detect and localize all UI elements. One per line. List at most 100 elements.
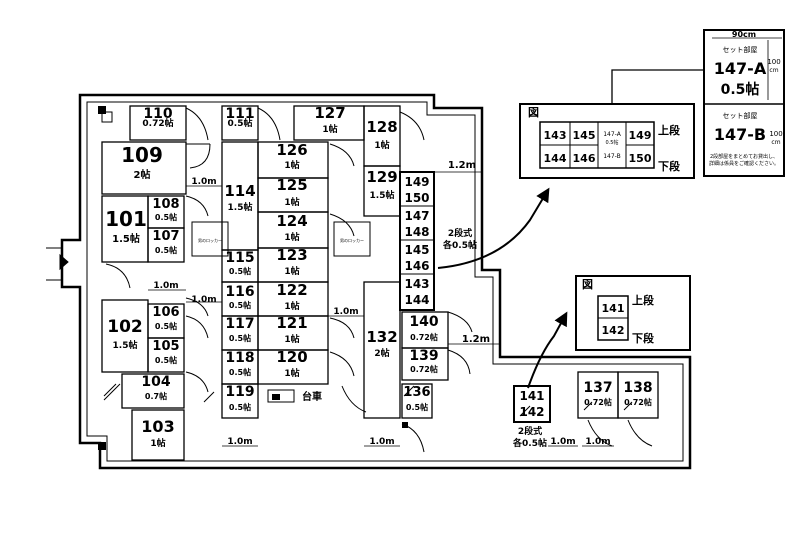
room-size-126: 1帖: [284, 159, 299, 171]
room-number-137: 137: [583, 380, 612, 396]
room-number-105: 105: [152, 339, 179, 354]
stack-cell-149: 149: [404, 175, 429, 189]
stack-two-tier-size: 各0.5帖: [442, 239, 477, 251]
stack-cell-143: 143: [404, 277, 429, 291]
locker-label-right: 男のロッカー: [340, 238, 364, 243]
fig-center-top: 147-A: [603, 131, 621, 138]
stack-two-tier-label: 2段式: [448, 227, 472, 239]
room-size-137: 0.72帖: [584, 397, 612, 407]
room-size-138: 0.72帖: [624, 397, 652, 407]
room-103[interactable]: [131, 409, 185, 461]
detail-note-1: 2段部屋をまとめてお貸出し、: [710, 153, 778, 160]
structural-columns: [98, 106, 408, 450]
stack-cell-146: 146: [404, 259, 429, 273]
outer-walls: [60, 93, 692, 470]
room-111[interactable]: [221, 105, 259, 141]
room-136[interactable]: [401, 383, 433, 419]
room-128[interactable]: [363, 105, 401, 167]
room-number-104: 104: [141, 374, 170, 390]
room-size-103: 1帖: [150, 437, 165, 449]
stack-cell-144: 144: [404, 293, 429, 307]
entrance-door[interactable]: [46, 247, 69, 281]
room-number-116: 116: [225, 284, 254, 300]
figure-upper: 図 143 145 149 144 146 150 147-A 0.5帖 147…: [519, 103, 695, 179]
fig-cell-145: 145: [573, 129, 596, 142]
room-size-114: 1.5帖: [228, 201, 253, 213]
room-size-120: 1帖: [284, 367, 299, 379]
figure-upper-title: 図: [528, 105, 539, 119]
room-132[interactable]: [363, 281, 401, 419]
cart-icon: [272, 394, 280, 400]
room-size-116: 0.5帖: [229, 300, 251, 310]
fig-cell-144: 144: [544, 152, 567, 165]
room-size-124: 1帖: [284, 231, 299, 243]
room-110[interactable]: [129, 105, 187, 141]
room-size-122: 1帖: [284, 300, 299, 312]
room-size-105: 0.5帖: [155, 355, 177, 365]
detail-set-room-bottom: セット部屋: [723, 111, 758, 120]
room-139[interactable]: [401, 347, 449, 381]
locker-label-left: 男のロッカー: [198, 238, 222, 243]
room-109[interactable]: [101, 141, 187, 195]
room-number-109: 109: [121, 143, 163, 167]
room-119[interactable]: [221, 383, 259, 419]
room-size-118: 0.5帖: [229, 367, 251, 377]
room-number-128: 128: [366, 118, 397, 136]
room-size-111: 0.5帖: [228, 117, 253, 129]
figure-lower-title: 図: [582, 277, 593, 291]
room-120[interactable]: [257, 349, 329, 385]
fig-cell-142: 142: [602, 324, 625, 337]
detail-width: 90cm: [732, 30, 756, 39]
detail-note-2: 詳細は係員をご確認ください。: [709, 160, 779, 167]
room-number-106: 106: [152, 305, 179, 320]
room-size-115: 0.5帖: [229, 266, 251, 276]
room-size-117: 0.5帖: [229, 333, 251, 343]
stack-cell-142: 142: [519, 405, 544, 419]
room-number-115: 115: [225, 250, 254, 266]
stack-141-142: [513, 385, 551, 423]
room-size-109: 2帖: [134, 168, 151, 181]
fig-center-top-size: 0.5帖: [606, 139, 619, 146]
stack-cell-150: 150: [404, 191, 429, 205]
room-size-140: 0.72帖: [410, 332, 438, 342]
room-number-102: 102: [107, 317, 143, 337]
dim-bottom-right-b: 1.0m: [585, 437, 610, 447]
room-size-127: 1帖: [322, 123, 337, 135]
detail-room-top: 147-A: [714, 59, 767, 78]
room-size-129: 1.5帖: [370, 189, 395, 201]
stack-cell-147: 147: [404, 209, 429, 223]
dim-bottom-right-a: 1.0m: [550, 437, 575, 447]
room-number-121: 121: [276, 314, 307, 332]
room-105[interactable]: [147, 337, 185, 373]
room-104[interactable]: [121, 373, 185, 409]
cart-area: [267, 389, 295, 403]
room-size-104: 0.7帖: [145, 391, 167, 401]
detail-height-bottom-value: 100: [769, 130, 782, 138]
room-number-123: 123: [276, 246, 307, 264]
room-number-103: 103: [141, 417, 174, 436]
room-107[interactable]: [147, 227, 185, 263]
low-stack-two-tier-label: 2段式: [518, 425, 542, 437]
stack-labels: 149 150 147 148 145 146 143 144 2段式 各0.5…: [404, 175, 547, 449]
dim-upper-left: 1.0m: [191, 177, 216, 187]
dim-mid-left: 1.0m: [191, 295, 216, 305]
stack-149-144: [399, 171, 435, 311]
room-number-110: 110: [143, 106, 172, 122]
detail-height-top-unit: cm: [769, 67, 778, 74]
fig-center-bottom: 147-B: [603, 153, 621, 160]
room-size-119: 0.5帖: [229, 402, 251, 412]
room-number-125: 125: [276, 176, 307, 194]
room-size-128: 1帖: [374, 139, 389, 151]
stack-cell-145: 145: [404, 243, 429, 257]
room-number-140: 140: [409, 314, 438, 330]
room-number-101: 101: [105, 207, 147, 231]
locker-box-right: [333, 221, 371, 257]
low-stack-two-tier-size: 各0.5帖: [512, 437, 547, 449]
room-138[interactable]: [617, 371, 659, 419]
room-number-127: 127: [314, 104, 345, 122]
detail-height-top-value: 100: [767, 58, 780, 66]
room-size-106: 0.5帖: [155, 321, 177, 331]
detail-room-bottom: 147-B: [714, 125, 766, 144]
